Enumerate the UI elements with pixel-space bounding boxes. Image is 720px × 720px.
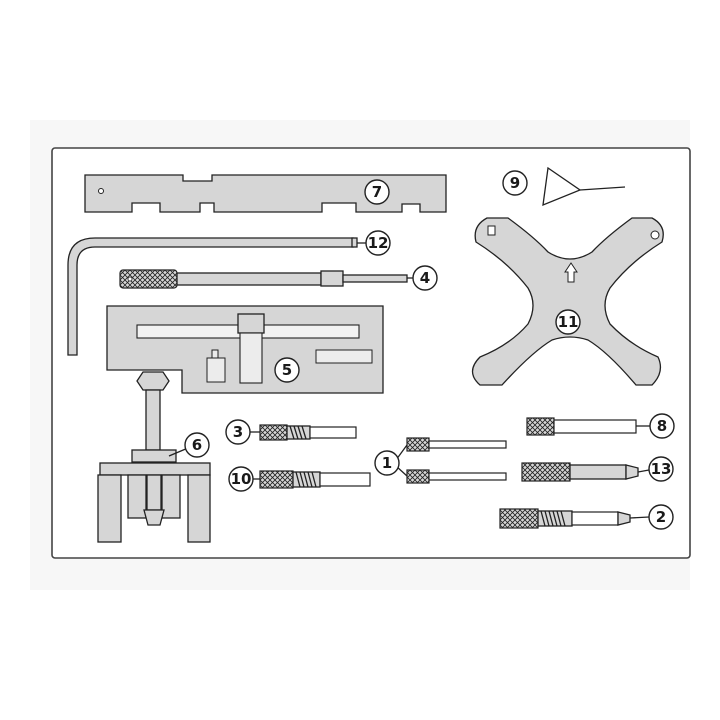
callout-1: 1 <box>374 444 408 477</box>
callout-10: 10 <box>228 466 260 492</box>
part-10-threaded-pin <box>259 470 371 489</box>
label-1: 1 <box>382 454 392 472</box>
callout-11: 11 <box>555 309 581 335</box>
callout-12: 12 <box>365 230 391 256</box>
part-9-hook <box>542 166 626 207</box>
label-8: 8 <box>657 417 667 435</box>
callout-13: 13 <box>648 456 674 482</box>
label-9: 9 <box>510 174 520 192</box>
part-6-puller <box>97 371 211 543</box>
part-3-threaded-pin <box>259 424 357 441</box>
callout-4: 4 <box>412 265 438 291</box>
callout-8: 8 <box>649 413 675 439</box>
label-12: 12 <box>368 234 389 252</box>
label-11: 11 <box>558 313 579 331</box>
callout-5: 5 <box>274 357 300 383</box>
label-10: 10 <box>231 470 252 488</box>
callout-2: 2 <box>648 504 674 530</box>
label-13: 13 <box>651 460 672 478</box>
callout-9: 9 <box>502 170 528 196</box>
callout-3: 3 <box>225 419 260 445</box>
label-2: 2 <box>656 508 666 526</box>
label-4: 4 <box>420 269 430 287</box>
callout-6: 6 <box>184 432 210 458</box>
label-5: 5 <box>282 361 292 379</box>
label-7: 7 <box>372 183 382 201</box>
callout-7: 7 <box>364 179 390 205</box>
part-13-pin <box>521 462 650 482</box>
part-1-pin-pair <box>406 437 507 484</box>
part-2-threaded-pin <box>499 508 650 529</box>
part-4-locking-pin <box>119 269 413 289</box>
part-11-holding-tool <box>471 217 664 386</box>
part-5-locking-plate <box>106 305 384 394</box>
label-3: 3 <box>233 423 243 441</box>
part-7-camshaft-bar <box>84 174 447 213</box>
part-8-pin <box>526 417 650 436</box>
label-6: 6 <box>192 436 202 454</box>
